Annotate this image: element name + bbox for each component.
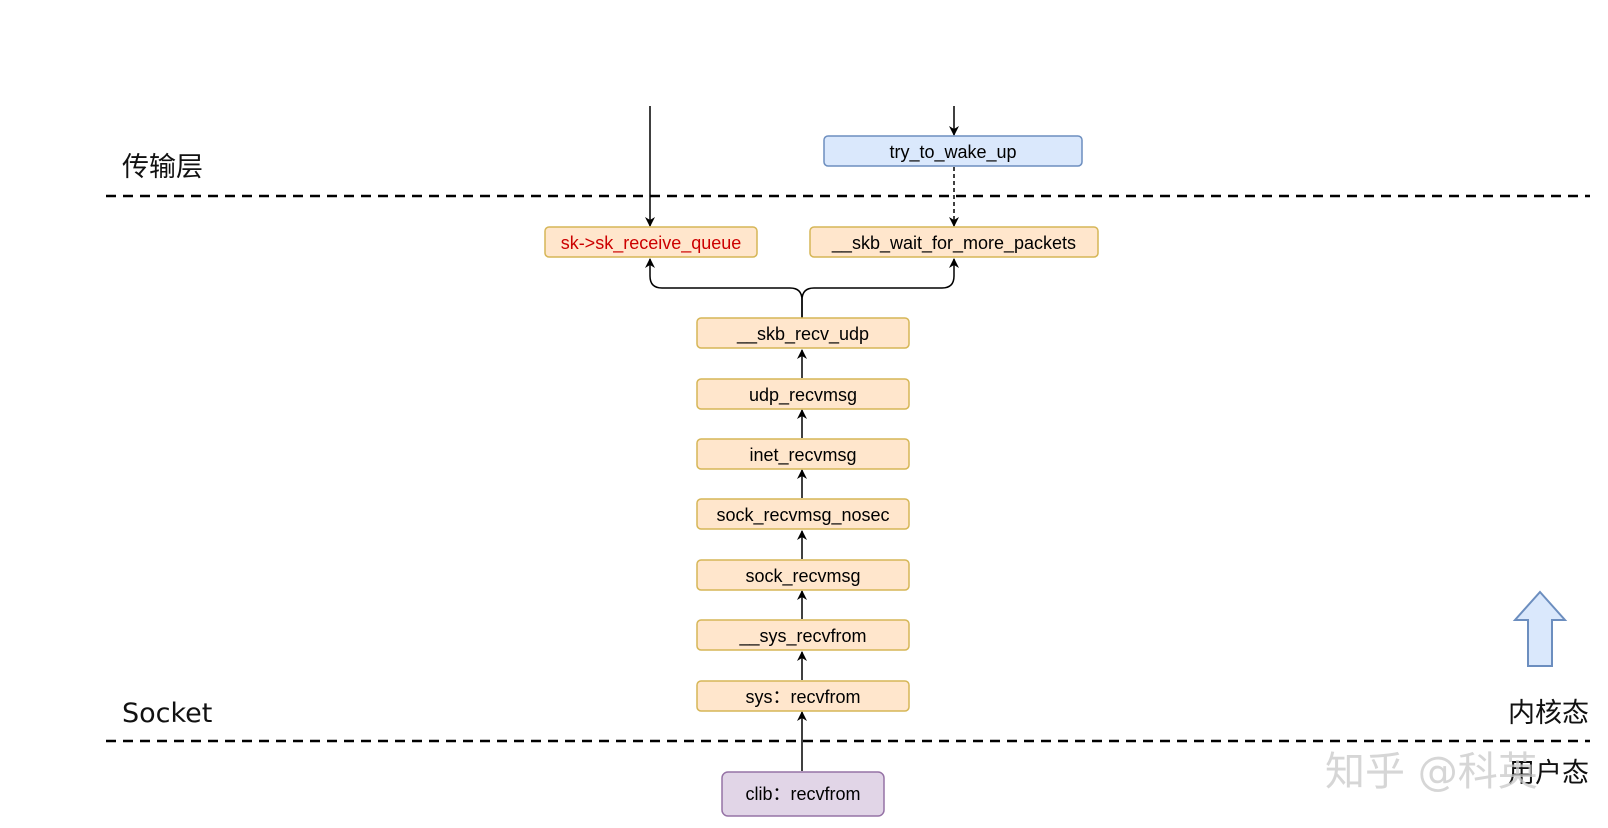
box-inet-recvmsg-label: inet_recvmsg [749,445,856,466]
user-mode-label: 用户态 [1508,758,1589,789]
box-skb-recv-udp: __skb_recv_udp [696,317,910,349]
box-try-to-wake-up-label: try_to_wake_up [889,142,1016,163]
box-sys-recvfrom-internal-label: __sys_recvfrom [738,626,866,647]
box-clib-recvfrom: clib：recvfrom [721,771,885,817]
kernel-mode-up-arrow-icon [1512,590,1568,667]
transport-layer-label: 传输层 [122,152,203,183]
box-udp-recvmsg-label: udp_recvmsg [749,385,857,406]
box-skb-wait-for-more-packets: __skb_wait_for_more_packets [809,226,1099,258]
watermark: 知乎 @科英 [1325,749,1538,795]
box-sock-recvmsg-nosec-label: sock_recvmsg_nosec [716,505,889,526]
box-sys-recvfrom-label: sys：recvfrom [745,687,860,707]
box-udp-recvmsg: udp_recvmsg [696,378,910,410]
branch-arrow-to-queue [645,258,803,318]
box-sys-recvfrom-internal: __sys_recvfrom [696,619,910,651]
branch-arrow-to-wait [801,258,959,318]
box-sock-recvmsg: sock_recvmsg [696,559,910,591]
box-inet-recvmsg: inet_recvmsg [696,438,910,470]
box-sk-receive-queue: sk->sk_receive_queue [544,226,758,258]
box-skb-wait-for-more-packets-label: __skb_wait_for_more_packets [831,233,1076,254]
box-sock-recvmsg-label: sock_recvmsg [745,566,860,587]
box-try-to-wake-up: try_to_wake_up [823,135,1083,167]
box-sock-recvmsg-nosec: sock_recvmsg_nosec [696,498,910,530]
box-clib-recvfrom-label: clib：recvfrom [745,784,860,804]
box-sys-recvfrom: sys：recvfrom [696,680,910,712]
socket-layer-label: Socket [122,698,212,729]
kernel-mode-label: 内核态 [1508,698,1589,729]
box-skb-recv-udp-label: __skb_recv_udp [736,324,869,345]
box-sk-receive-queue-label: sk->sk_receive_queue [561,233,742,254]
